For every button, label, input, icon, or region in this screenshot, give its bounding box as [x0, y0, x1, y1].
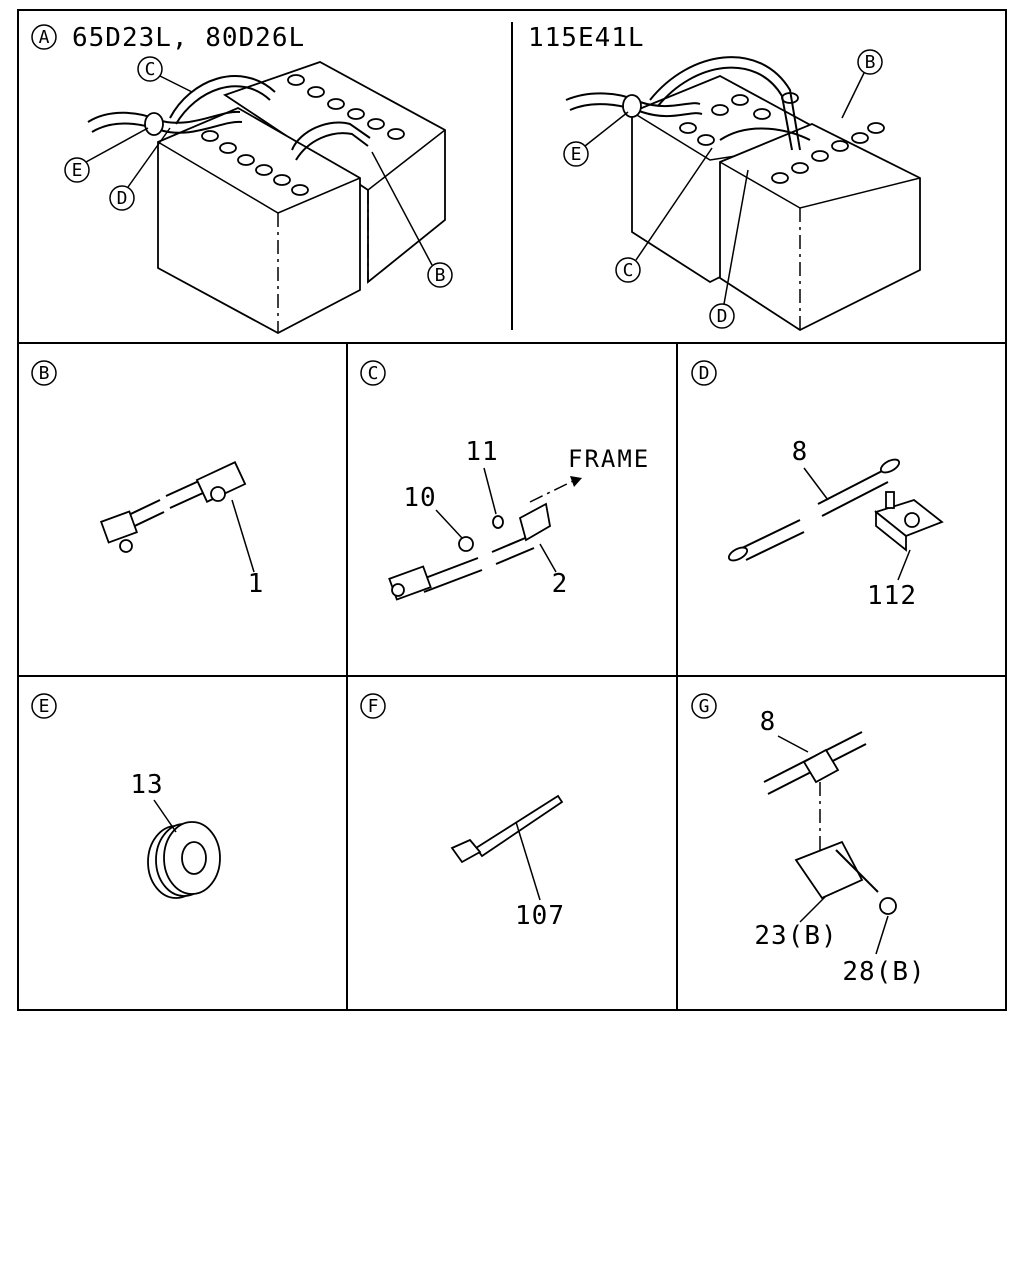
panel-a-badge [31, 24, 57, 50]
panel-g: G 8 23(B) 28(B) [691, 693, 925, 987]
cable-112-drawing [727, 458, 944, 562]
frame-label: FRAME [568, 445, 650, 473]
part-label-2: 2 [552, 569, 569, 599]
left-callout-e: E [72, 160, 83, 181]
diagram-frame [17, 9, 1007, 1011]
panel-b: B 1 [31, 360, 265, 599]
panel-e: E 13 [31, 693, 221, 899]
part-label-8-g: 8 [760, 707, 777, 737]
right-battery-assembly: B E C D [563, 49, 921, 332]
panel-g-letter: G [699, 696, 710, 717]
part-label-23b: 23(B) [754, 921, 837, 951]
ground-cable-drawing [388, 476, 582, 601]
panel-e-letter: E [39, 696, 50, 717]
panel-f-letter: F [368, 696, 379, 717]
panel-d-letter: D [699, 363, 710, 384]
grommet-13-drawing [147, 821, 221, 899]
right-callout-b: B [865, 52, 876, 73]
part-label-112: 112 [867, 581, 917, 611]
panel-a-letter: A [39, 27, 50, 48]
panel-a-right-title: 115E41L [528, 23, 645, 53]
right-callout-c: C [623, 260, 634, 281]
panel-a-left-title: 65D23L, 80D26L [72, 23, 305, 53]
right-callout-e: E [571, 144, 582, 165]
part-label-10: 10 [403, 483, 436, 513]
left-callout-b: B [435, 265, 446, 286]
panel-f: F 107 [360, 693, 565, 931]
panel-d: D 8 112 [691, 360, 944, 611]
part-label-107: 107 [515, 901, 565, 931]
panel-a-header: A 65D23L, 80D26L 115E41L [31, 23, 645, 53]
panel-b-letter: B [39, 363, 50, 384]
clip-assembly-drawing [763, 731, 897, 915]
part-label-13: 13 [130, 770, 163, 800]
part-label-8: 8 [792, 437, 809, 467]
part-label-1: 1 [248, 569, 265, 599]
panel-c: C FRAME 11 10 2 [360, 360, 650, 601]
part-label-11: 11 [465, 437, 498, 467]
left-callout-d: D [117, 188, 128, 209]
panel-c-letter: C [368, 363, 379, 384]
left-callout-c: C [145, 59, 156, 80]
part-label-28b: 28(B) [842, 957, 925, 987]
cable-tie-107-drawing [450, 794, 564, 864]
battery-cable-b-drawing [99, 461, 247, 553]
left-battery-assembly: C E D B [64, 56, 453, 335]
right-callout-d: D [717, 306, 728, 327]
